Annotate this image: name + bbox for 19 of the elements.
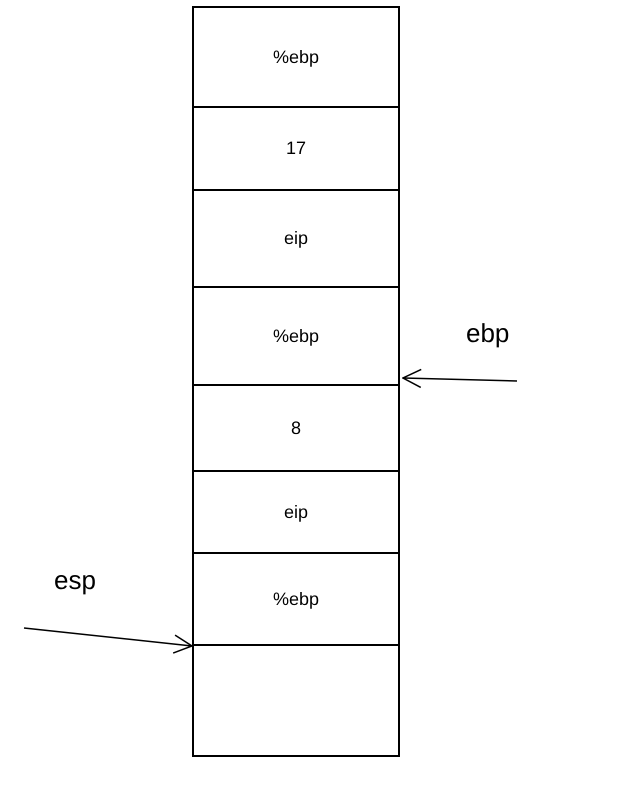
stack-cell xyxy=(192,106,400,191)
stack-cell xyxy=(192,552,400,646)
register-label: ebp xyxy=(466,318,510,349)
empty-stack-cell xyxy=(192,644,400,757)
pointer-arrow xyxy=(24,627,193,654)
register-label: esp xyxy=(54,565,96,596)
stack-cell xyxy=(192,384,400,472)
pointer-arrow xyxy=(402,368,518,388)
stack-cell xyxy=(192,286,400,386)
cell-text: 8 xyxy=(290,418,301,438)
stack-cell xyxy=(192,189,400,288)
cell-text: %ebp xyxy=(272,588,320,610)
stack-cell xyxy=(192,6,400,108)
cell-text: %ebp xyxy=(272,46,320,68)
cell-text: 17 xyxy=(286,138,306,159)
cell-text: eip xyxy=(284,228,308,249)
stack-cell xyxy=(192,470,400,554)
cell-text: eip xyxy=(284,502,308,522)
cell-text: %ebp xyxy=(272,326,320,346)
